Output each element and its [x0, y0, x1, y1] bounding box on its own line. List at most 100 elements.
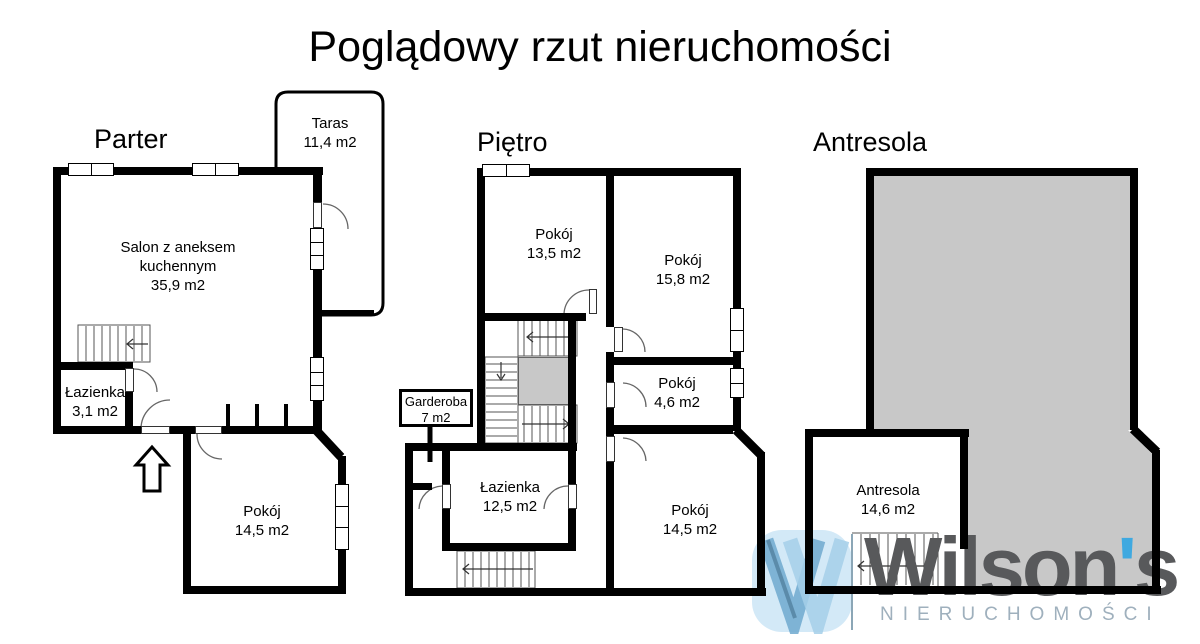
door-arc — [622, 437, 647, 462]
brand-name-text: Wilson — [864, 520, 1120, 613]
page-title: Poglądowy rzut nieruchomości — [308, 23, 892, 71]
room-name: Pokój — [664, 252, 702, 269]
room-label-taras: Taras 11,4 m2 — [270, 114, 390, 152]
door-leaf — [568, 484, 577, 509]
partition-stub — [284, 404, 288, 426]
window — [482, 164, 530, 177]
door-arc — [322, 203, 349, 230]
wall — [477, 168, 741, 176]
door-leaf — [606, 436, 615, 462]
wall — [805, 429, 969, 437]
wall — [313, 167, 322, 202]
wall — [606, 176, 614, 327]
floor-title-parter: Parter — [94, 124, 168, 154]
wall — [170, 426, 195, 434]
wall — [866, 168, 1138, 176]
chamfer-wall — [1129, 425, 1161, 456]
room-area: 35,9 m2 — [150, 277, 206, 294]
logo-separator — [851, 534, 853, 630]
stair-arrow — [496, 362, 506, 382]
room-name: Antresola — [856, 482, 920, 499]
wall — [960, 437, 968, 549]
door-leaf — [614, 327, 623, 352]
wall — [405, 483, 432, 490]
floor-title-pietro: Piętro — [477, 127, 548, 157]
room-area: 11,4 m2 — [303, 134, 357, 151]
room-label-pokoj-parter: Pokój 14,5 m2 — [202, 502, 322, 540]
room-label-pokoj2: Pokój 15,8 m2 — [623, 251, 743, 289]
door-arc — [418, 485, 443, 510]
window — [68, 163, 114, 176]
window — [730, 368, 744, 398]
wall — [183, 586, 345, 594]
brand-subtitle: NIERUCHOMOŚCI — [880, 604, 1161, 625]
partition-stub — [226, 404, 230, 426]
window — [730, 308, 744, 352]
stairs-outline — [852, 532, 939, 586]
wall — [568, 317, 576, 484]
window — [310, 357, 324, 401]
wall — [125, 390, 133, 426]
room-name: Pokój — [671, 502, 709, 519]
door-leaf — [141, 426, 170, 434]
room-label-pokoj3: Pokój 4,6 m2 — [617, 374, 737, 412]
room-area: 4,6 m2 — [654, 394, 700, 411]
room-name: Salon z aneksem — [120, 239, 236, 256]
partition-stub — [255, 404, 259, 426]
room-label-pokoj1: Pokój 13,5 m2 — [494, 225, 614, 263]
wall — [405, 443, 413, 596]
room-area: 15,8 m2 — [655, 271, 711, 288]
wall — [614, 357, 733, 365]
mezzanine-fill-lower — [968, 430, 1158, 587]
room-area: 14,5 m2 — [234, 522, 290, 539]
wall — [477, 168, 485, 450]
wall — [485, 313, 586, 321]
chamfer-wall — [732, 426, 766, 460]
wall — [313, 400, 322, 434]
room-label-antresola: Antresola 14,6 m2 — [828, 481, 948, 519]
wall — [442, 443, 450, 484]
taras-outline — [274, 90, 385, 317]
wall — [733, 352, 741, 368]
door-leaf — [313, 202, 322, 228]
room-area: 12,5 m2 — [482, 498, 538, 515]
room-label-pokoj4: Pokój 14,5 m2 — [630, 501, 750, 539]
wall — [1130, 168, 1138, 430]
room-name: Garderoba — [404, 394, 468, 409]
window — [310, 228, 324, 270]
room-area: 13,5 m2 — [526, 245, 582, 262]
stair-arrow — [126, 338, 148, 350]
wall — [183, 434, 191, 594]
room-name: Łazienka — [64, 384, 126, 401]
mezzanine-fill-upper — [874, 176, 1131, 430]
door-arc — [622, 328, 646, 353]
wall — [222, 426, 317, 434]
wall — [606, 352, 614, 382]
wall — [53, 167, 61, 434]
window — [192, 163, 239, 176]
door-leaf — [442, 484, 451, 509]
wall — [405, 588, 766, 596]
room-label-salon: Salon z aneksem kuchennym 35,9 m2 — [98, 238, 258, 295]
wall — [338, 456, 346, 484]
wall — [757, 452, 765, 596]
floor-title-antresola: Antresola — [813, 127, 928, 157]
room-name: Pokój — [658, 375, 696, 392]
wall — [53, 426, 141, 434]
room-name: Łazienka — [479, 479, 541, 496]
wall — [614, 425, 733, 434]
room-label-lazienka-parter: Łazienka 3,1 m2 — [35, 383, 155, 421]
room-area: 3,1 m2 — [72, 403, 118, 420]
window — [335, 484, 349, 550]
wall — [338, 550, 346, 594]
brand-name: Wilson's — [864, 524, 1180, 610]
brand-apostrophe: ' — [1117, 520, 1137, 613]
room-name: Pokój — [535, 226, 573, 243]
door-leaf — [125, 368, 134, 392]
wall — [568, 508, 576, 548]
room-area: 7 m2 — [421, 410, 451, 425]
door-arc — [140, 399, 171, 430]
